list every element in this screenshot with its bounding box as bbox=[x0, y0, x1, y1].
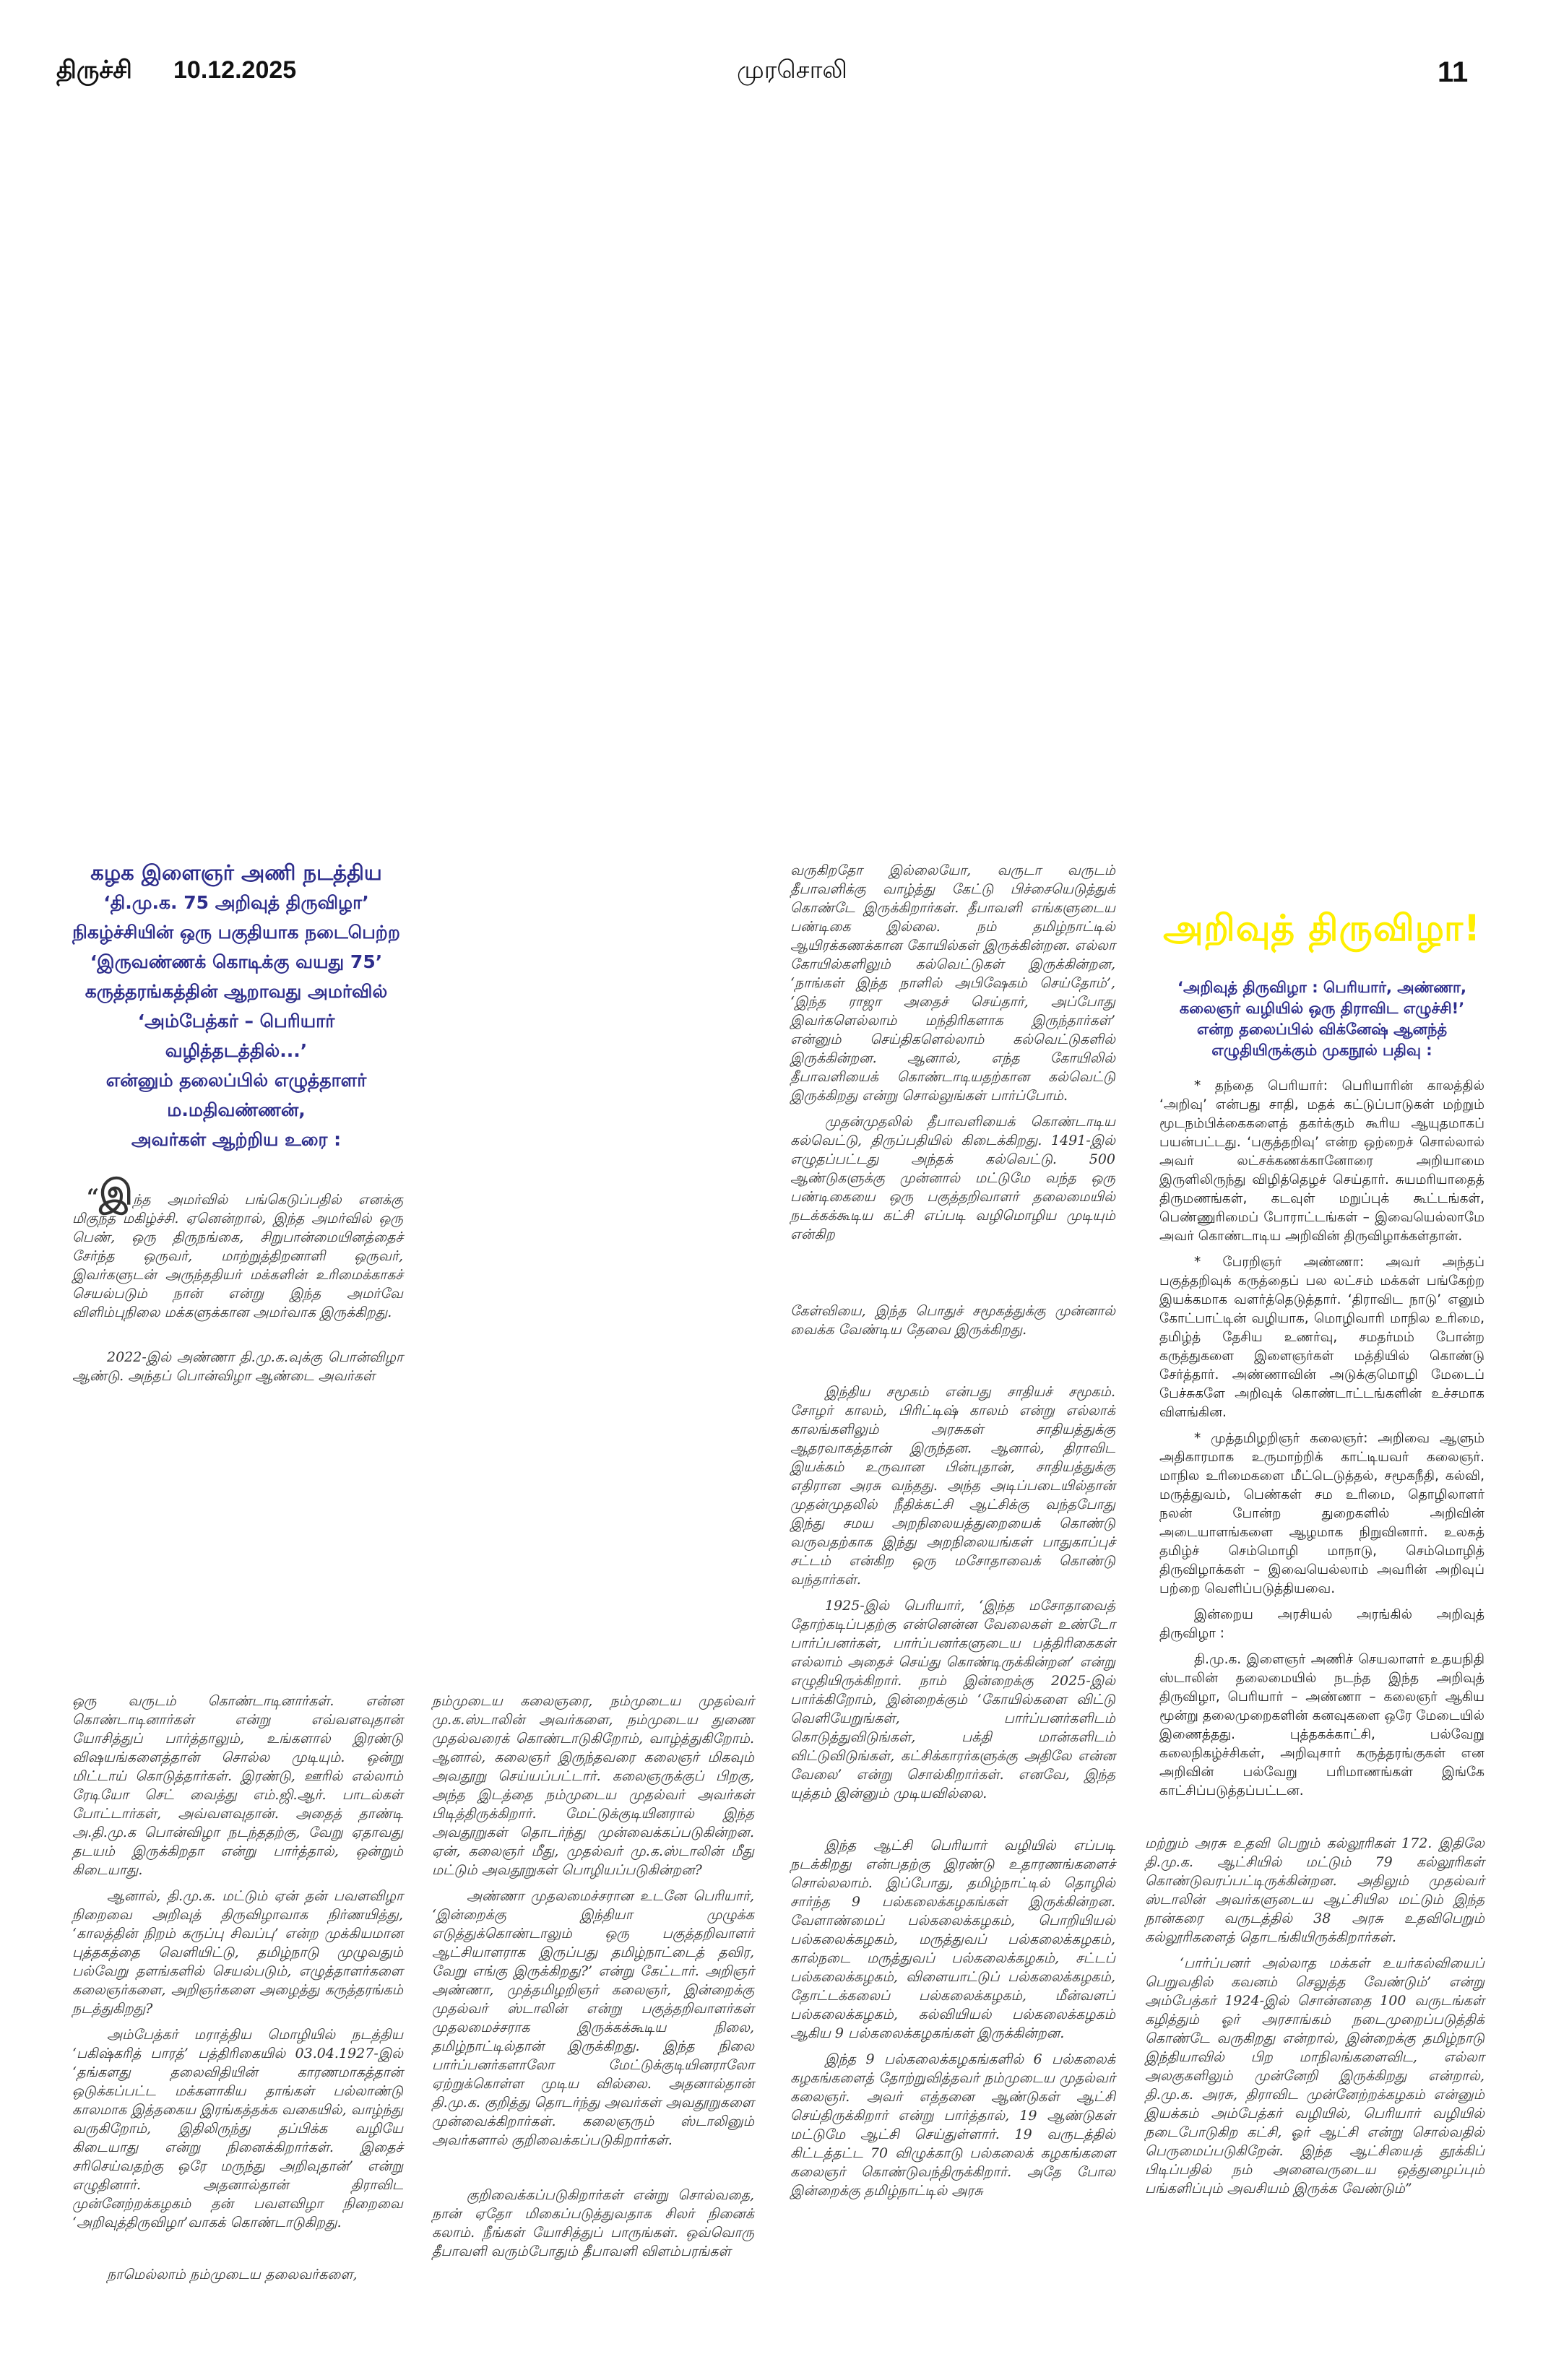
paragraph: நாமெல்லாம் நம்முடைய தலைவர்களை, bbox=[107, 2267, 358, 2282]
paragraph: இந்திய சமூகம் என்பது சாதியச் சமூகம். சோழ… bbox=[790, 1384, 1115, 1588]
newspaper-name: முரசொலி bbox=[737, 56, 847, 84]
paragraph: 1925-இல் பெரியார், ‘இந்த மசோதாவைத் தோற்க… bbox=[790, 1598, 1115, 1801]
sidebar-body: * தந்தை பெரியார்: பெரியாரின் காலத்தில் ‘… bbox=[1156, 1077, 1488, 1808]
paragraph: 2022-இல் அண்ணா தி.மு.க.வுக்கு பொன்விழா ஆ… bbox=[72, 1349, 403, 1384]
intro-line: என்னும் தலைப்பில் எழுத்தாளர் ம.மதிவண்ணன்… bbox=[105, 1070, 367, 1120]
paragraph: வருகிறதோ இல்லையோ, வருடா வருடம் தீபாவளிக்… bbox=[790, 862, 1115, 1104]
paragraph: “இந்த அமர்வில் பங்கெடுப்பதில் எனக்கு மிக… bbox=[72, 1175, 403, 1322]
column1-top: கழக இளைஞர் அணி நடத்திய ‘தி.மு.க. 75 அறிவ… bbox=[66, 858, 406, 1393]
intro-line: ‘தி.மு.க. 75 அறிவுத் திருவிழா’ bbox=[103, 892, 369, 913]
paragraph: * முத்தமிழறிஞர் கலைஞர்: அறிவை ஆளும் அதிக… bbox=[1159, 1431, 1484, 1596]
paragraph: * பேரறிஞர் அண்ணா: அவர் அந்தப் பகுத்தறிவு… bbox=[1159, 1255, 1484, 1420]
column3: வருகிறதோ இல்லையோ, வருடா வருடம் தீபாவளிக்… bbox=[790, 861, 1115, 2207]
paragraph: குறிவைக்கப்படுகிறார்கள் என்று சொல்வதை, ந… bbox=[432, 2187, 754, 2259]
paragraph: ஆனால், தி.மு.க. மட்டும் ஏன் தன் பவளவிழா … bbox=[72, 1888, 403, 2017]
paragraph: மற்றும் அரசு உதவி பெறும் கல்லூரிகள் 172.… bbox=[1145, 1835, 1484, 1945]
column2-bottom: நம்முடைய கலைஞரை, நம்முடைய முதல்வர் மு.க.… bbox=[432, 1692, 754, 2268]
column1-bottom: ஒரு வருடம் கொண்டாடினார்கள். என்ன கொண்டாட… bbox=[72, 1692, 403, 2291]
paragraph: முதன்முதலில் தீபாவளியைக் கொண்டாடிய கல்வெ… bbox=[790, 1114, 1115, 1242]
intro-line: நிகழ்ச்சியின் ஒரு பகுதியாக நடைபெற்ற bbox=[72, 922, 400, 943]
paragraph: அம்பேத்கர் மராத்திய மொழியில் நடத்திய ‘பக… bbox=[72, 2027, 403, 2230]
paragraph-text: ந்த அமர்வில் பங்கெடுப்பதில் எனக்கு மிகுந… bbox=[72, 1192, 403, 1320]
sidebar-lead: ‘அறிவுத் திருவிழா : பெரியார், அண்ணா, கலை… bbox=[1177, 979, 1466, 1059]
column4-bottom: மற்றும் அரசு உதவி பெறும் கல்லூரிகள் 172.… bbox=[1145, 1834, 1484, 2205]
intro-line: அவர்கள் ஆற்றிய உரை : bbox=[131, 1129, 342, 1150]
intro-line: கழக இளைஞர் அணி நடத்திய bbox=[90, 860, 382, 885]
paragraph: கேள்வியை, இந்த பொதுச் சமூகத்துக்கு முன்ன… bbox=[790, 1303, 1115, 1338]
paragraph: ‘பார்ப்பனர் அல்லாத மக்கள் உயர்கல்வியைப் … bbox=[1145, 1955, 1484, 2197]
paragraph: இந்த 9 பல்கலைக்கழகங்களில் 6 பல்கலைக் கழக… bbox=[790, 2051, 1115, 2199]
paragraph: இன்றைய அரசியல் அரங்கில் அறிவுத் திருவிழா… bbox=[1159, 1607, 1484, 1641]
paragraph: * தந்தை பெரியார்: பெரியாரின் காலத்தில் ‘… bbox=[1159, 1078, 1484, 1244]
opening-quote: “ bbox=[87, 1185, 100, 1210]
paragraph: அண்ணா முதலமைச்சரான உடனே பெரியார், ‘இன்றை… bbox=[432, 1888, 754, 2148]
paragraph: தி.மு.க. இளைஞர் அணிச் செயலாளர் உதயநிதி ஸ… bbox=[1159, 1652, 1484, 1799]
article-opening: “இந்த அமர்வில் பங்கெடுப்பதில் எனக்கு மிக… bbox=[66, 1175, 403, 1393]
intro-line: ‘இருவண்ணக் கொடிக்கு வயது 75’ bbox=[90, 951, 383, 972]
issue-date: 10.12.2025 bbox=[173, 56, 297, 84]
paragraph: நம்முடைய கலைஞரை, நம்முடைய முதல்வர் மு.க.… bbox=[432, 1693, 754, 1878]
column4: அறிவுத் திருவிழா! ‘அறிவுத் திருவிழா : பெ… bbox=[1145, 906, 1488, 2205]
paragraph: இந்த ஆட்சி பெரியார் வழியில் எப்படி நடக்க… bbox=[790, 1838, 1115, 2041]
edition-label: திருச்சி bbox=[56, 56, 132, 84]
paragraph: ஒரு வருடம் கொண்டாடினார்கள். என்ன கொண்டாட… bbox=[72, 1693, 403, 1878]
intro-line: கருத்தரங்கத்தின் ஆறாவது அமர்வில் bbox=[85, 981, 388, 1002]
article-intro: கழக இளைஞர் அணி நடத்திய ‘தி.மு.க. 75 அறிவ… bbox=[66, 858, 406, 1154]
page-number: 11 bbox=[1438, 56, 1469, 88]
intro-line: ‘அம்பேத்கர் – பெரியார் வழித்தடத்தில்...’ bbox=[137, 1011, 335, 1061]
drop-cap: இ bbox=[99, 1172, 133, 1213]
sidebar-title: அறிவுத் திருவிழா! bbox=[1163, 907, 1481, 949]
